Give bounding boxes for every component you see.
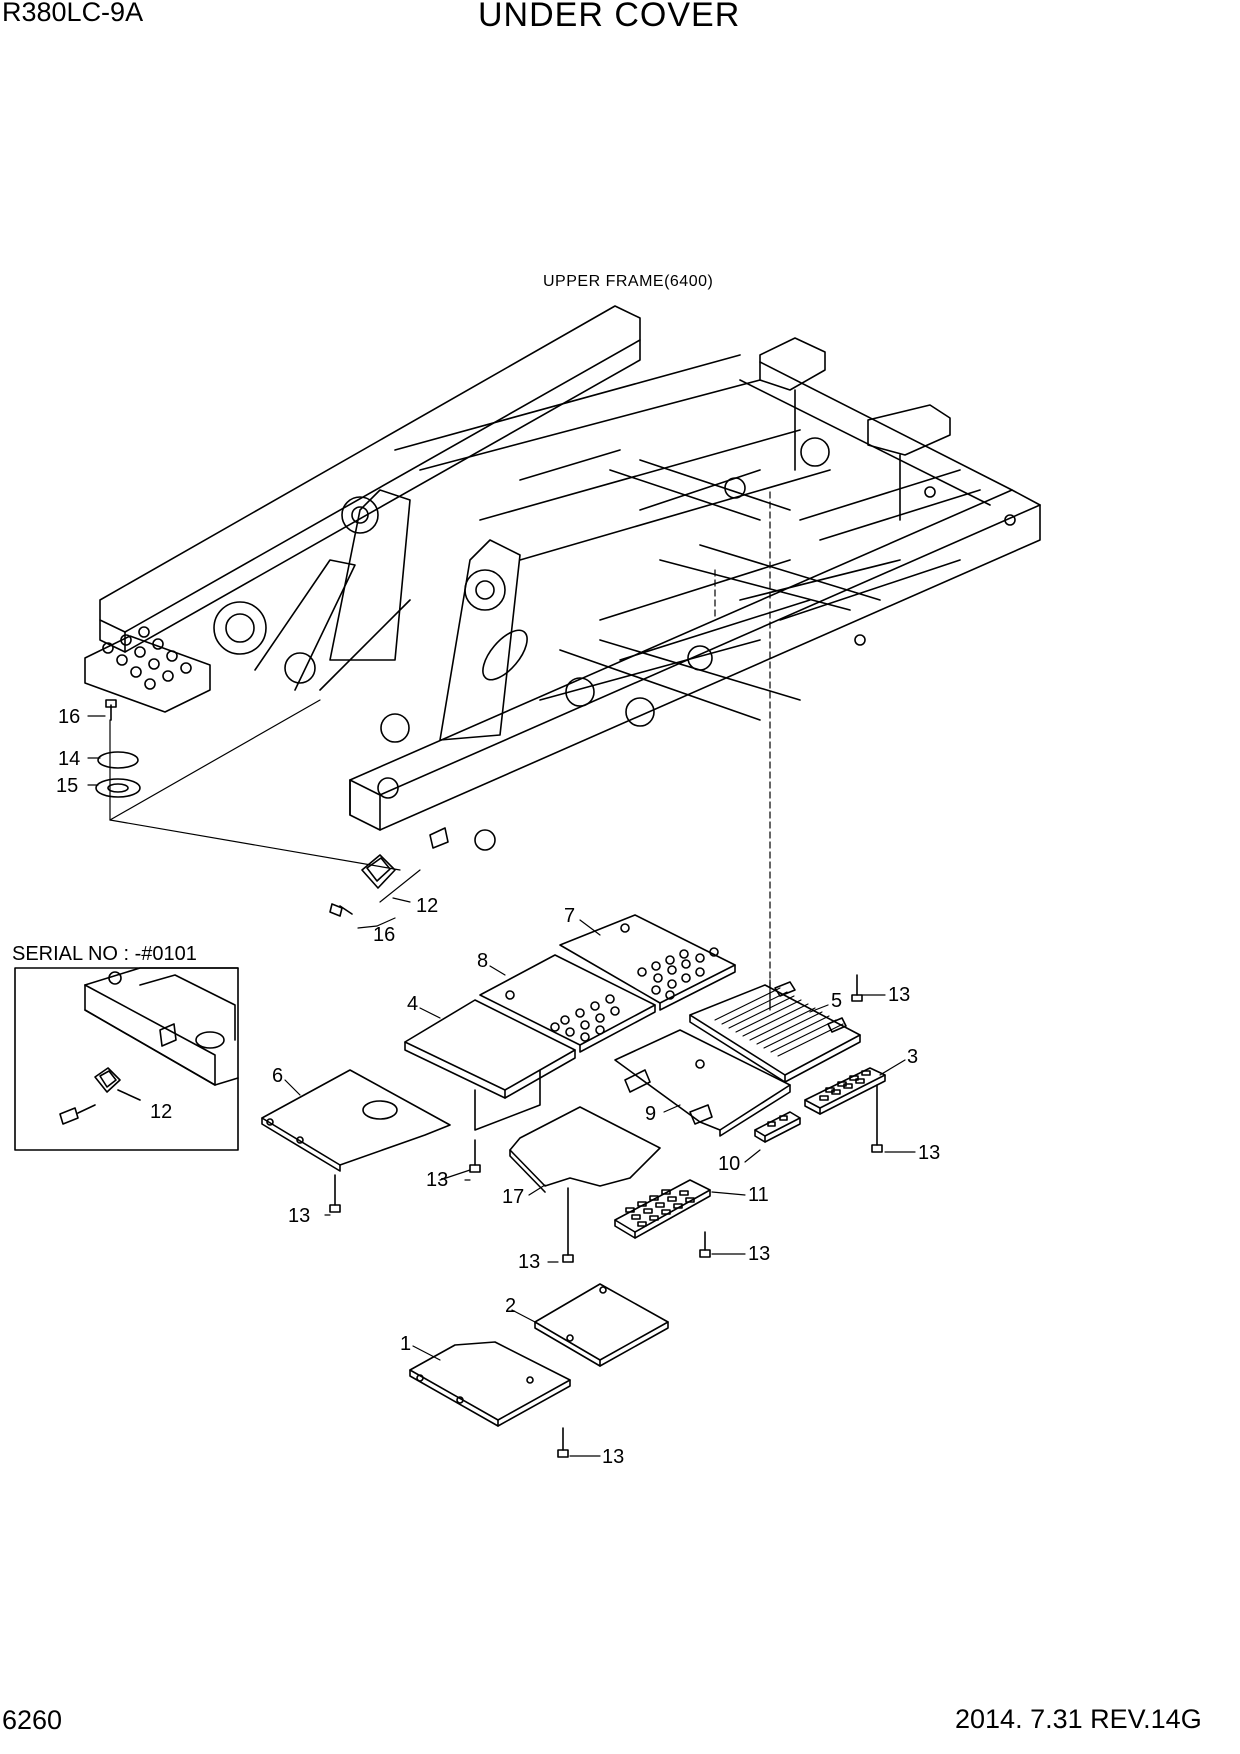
callout-16: 16 <box>373 924 395 946</box>
callout-13: 13 <box>888 984 910 1006</box>
callout-17: 17 <box>502 1186 524 1208</box>
vent-plate-11 <box>614 1179 711 1239</box>
model-number: R380LC-9A <box>2 0 144 27</box>
upper-frame <box>84 305 1041 851</box>
callout-2: 2 <box>505 1295 516 1317</box>
vent-plate-10 <box>754 1111 801 1143</box>
callout-13: 13 <box>426 1169 448 1191</box>
plate-15 <box>95 778 141 798</box>
callout-13: 13 <box>918 1142 940 1164</box>
bolts <box>105 699 883 1458</box>
callout-14: 14 <box>58 748 80 770</box>
page-title: UNDER COVER <box>478 0 741 34</box>
callout-13: 13 <box>748 1243 770 1265</box>
callout-4: 4 <box>407 993 418 1015</box>
callout-12: 12 <box>150 1101 172 1123</box>
bolt-13-c <box>469 1139 481 1173</box>
bolt-13-e <box>562 1187 574 1263</box>
cover-plate-1 <box>409 1341 571 1427</box>
callout-9: 9 <box>645 1103 656 1125</box>
vent-plate-3 <box>804 1067 886 1115</box>
callout-6: 6 <box>272 1065 283 1087</box>
callout-13: 13 <box>288 1205 310 1227</box>
callout-10: 10 <box>718 1153 740 1175</box>
cover-plate-9 <box>614 1029 791 1137</box>
leader-lines <box>109 491 771 1011</box>
page-number: 6260 <box>2 1705 63 1735</box>
inspection-cover-12 <box>361 854 396 889</box>
callout-13: 13 <box>518 1251 540 1273</box>
callout-7: 7 <box>564 905 575 927</box>
callout-1: 1 <box>400 1333 411 1355</box>
callout-5: 5 <box>831 990 842 1012</box>
serial-inset: SERIAL NO : -#0101 12 <box>12 943 239 1151</box>
cover-plate-2 <box>534 1283 669 1367</box>
callout-3: 3 <box>907 1046 918 1068</box>
callout-11: 11 <box>748 1184 769 1206</box>
callout-16: 16 <box>58 706 80 728</box>
cover-plate-8 <box>479 954 656 1053</box>
step-plate <box>102 626 192 690</box>
cover-plate-4 <box>404 999 576 1131</box>
bolt-13-g <box>557 1427 569 1458</box>
gasket-14 <box>97 751 139 769</box>
callouts: 16 14 15 12 16 7 8 4 5 6 3 9 10 11 17 13… <box>56 706 940 1468</box>
callout-8: 8 <box>477 950 488 972</box>
bolt-16-b <box>329 903 353 917</box>
cover-plate-6 <box>261 1069 451 1172</box>
callout-13: 13 <box>602 1446 624 1468</box>
bolt-13-b <box>871 1084 883 1153</box>
bolt-16-a <box>105 699 117 721</box>
bolt-13-a <box>851 974 863 1002</box>
revision-date: 2014. 7.31 REV.14G <box>955 1704 1202 1734</box>
reference-label: UPPER FRAME(6400) <box>543 273 713 290</box>
callout-15: 15 <box>56 775 78 797</box>
callout-leaders <box>87 715 916 1457</box>
callout-12: 12 <box>416 895 438 917</box>
cover-plate-5 <box>689 981 861 1083</box>
inset-label: SERIAL NO : -#0101 <box>12 943 197 965</box>
cover-plate-17 <box>509 1106 661 1193</box>
cover-plate-7 <box>559 914 736 1011</box>
bolt-13-f <box>699 1231 711 1258</box>
bolt-13-d <box>329 1174 341 1213</box>
